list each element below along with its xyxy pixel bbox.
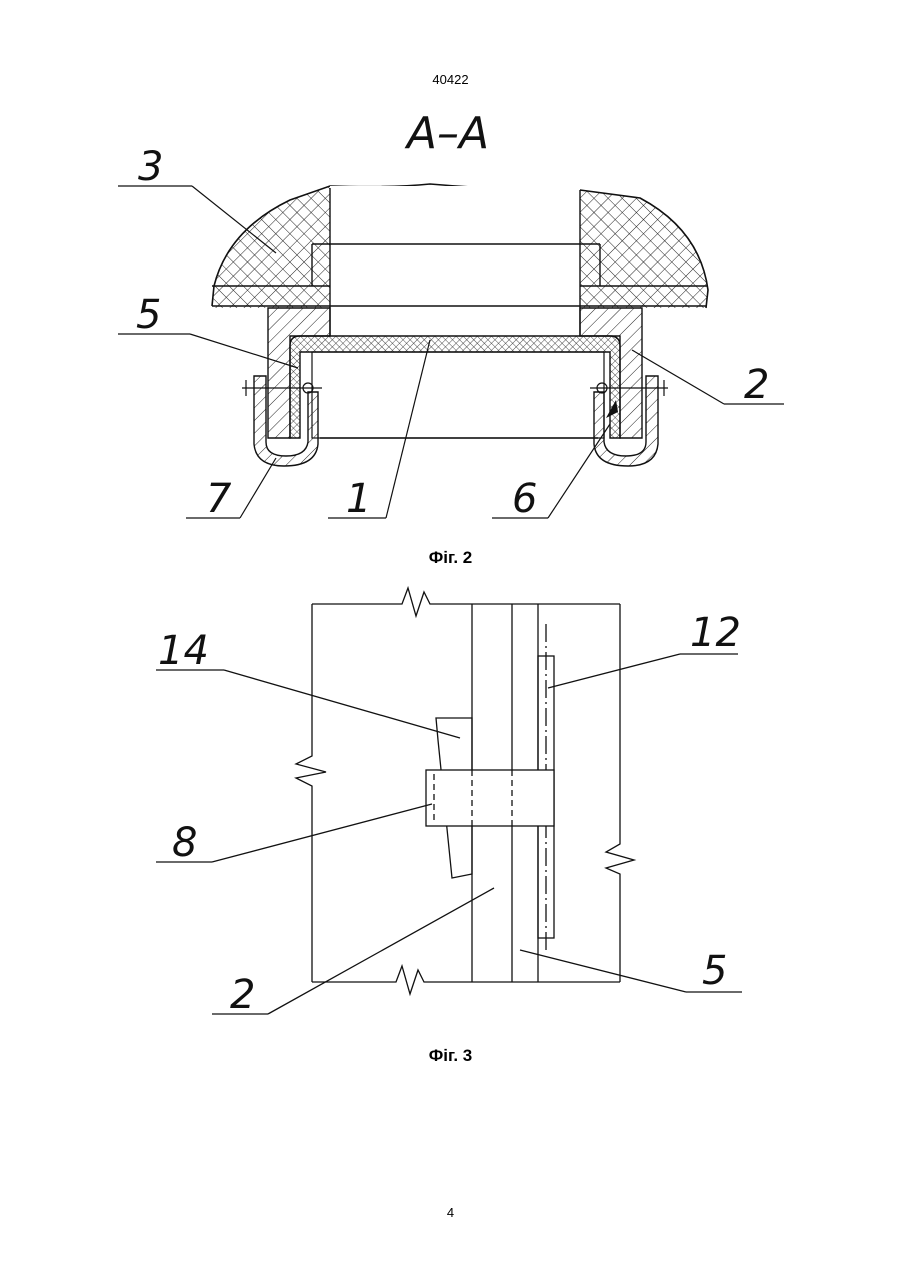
label-7: 7 bbox=[206, 476, 232, 522]
label-6: 6 bbox=[512, 476, 537, 522]
label-5-fig3: 5 bbox=[702, 948, 727, 994]
label-12: 12 bbox=[690, 610, 741, 656]
section-label: А–А bbox=[404, 108, 489, 159]
figure-3-caption: Фіг. 3 bbox=[0, 1046, 901, 1066]
label-2: 2 bbox=[744, 362, 769, 408]
label-8: 8 bbox=[172, 820, 197, 866]
cap-right-crosshatch bbox=[580, 190, 708, 308]
label-2-fig3: 2 bbox=[230, 972, 255, 1018]
figure-2-drawing: А–А 3 5 2 7 1 bbox=[0, 0, 901, 540]
central-opening bbox=[330, 186, 580, 336]
label-14: 14 bbox=[158, 628, 209, 674]
label-1: 1 bbox=[346, 476, 371, 522]
figure-3-drawing: 14 12 8 2 5 bbox=[0, 580, 901, 1030]
page-number: 4 bbox=[0, 1205, 901, 1220]
figure-2-caption: Фіг. 2 bbox=[0, 548, 901, 568]
label-5: 5 bbox=[136, 292, 161, 338]
label-3: 3 bbox=[138, 144, 163, 190]
